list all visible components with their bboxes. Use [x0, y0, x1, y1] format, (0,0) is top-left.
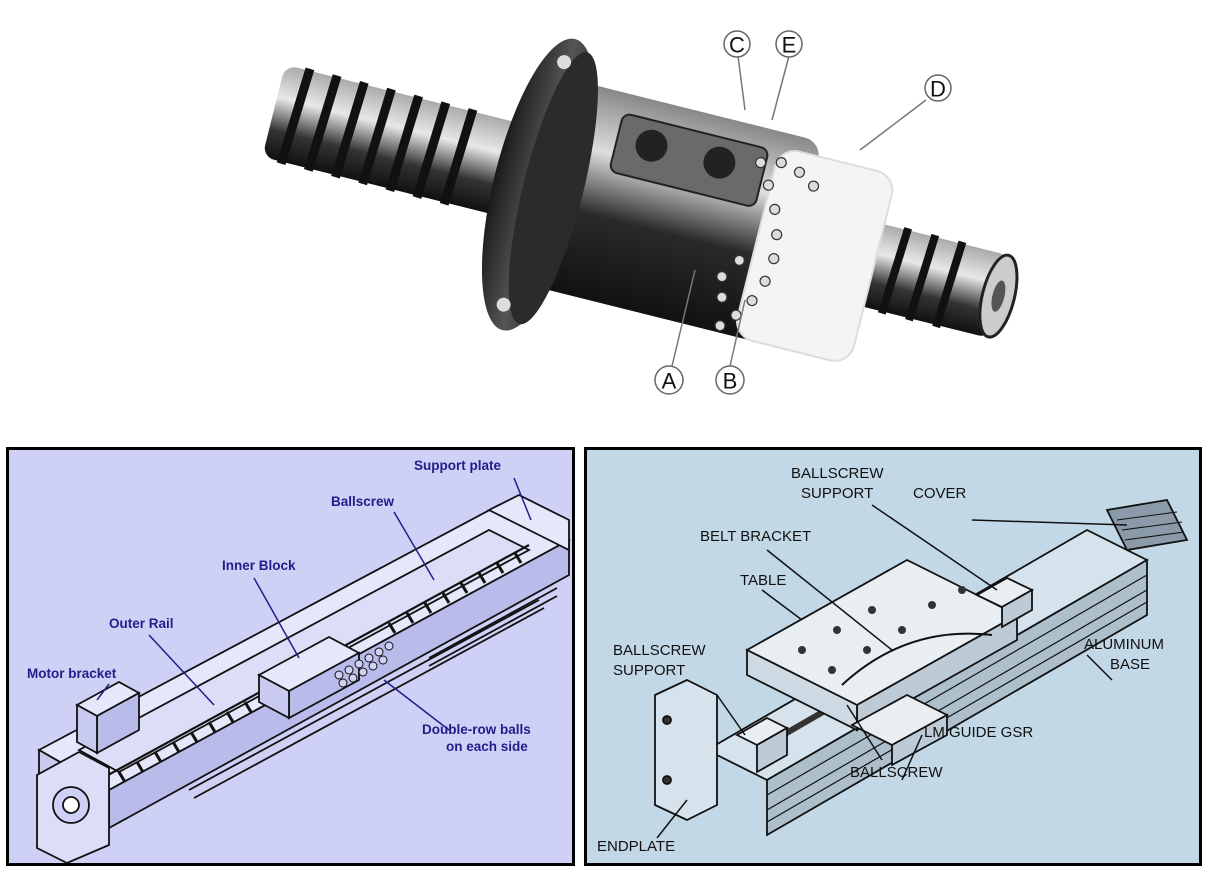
label-support-plate: Support plate	[414, 458, 501, 473]
label-ballscrew: Ballscrew	[331, 494, 395, 509]
label-outer-rail: Outer Rail	[109, 616, 174, 631]
label-inner-block: Inner Block	[222, 558, 296, 573]
label-endplate: ENDPLATE	[597, 838, 675, 855]
label-ballscrew: BALLSCREW	[850, 764, 943, 781]
linear-actuator-diagram-panel: Support plate Ballscrew Inner Block Oute…	[6, 447, 575, 866]
label-ballscrew-support-left: BALLSCREW	[613, 642, 706, 659]
label-aluminum-base-2: BASE	[1110, 656, 1150, 673]
ballscrew-nut-photo-panel: C E D A B	[264, 30, 1019, 395]
callout-b: B	[723, 369, 738, 394]
linear-actuator-illustration: Support plate Ballscrew Inner Block Oute…	[27, 458, 571, 863]
label-lm-guide-gsr: LM GUIDE GSR	[924, 724, 1033, 741]
callout-c: C	[729, 33, 745, 58]
label-on-each-side: on each side	[446, 739, 528, 754]
label-belt-bracket: BELT BRACKET	[700, 528, 811, 545]
callout-a: A	[662, 369, 677, 394]
label-aluminum-base: ALUMINUM	[1084, 636, 1164, 653]
callout-d: D	[930, 77, 946, 102]
label-cover: COVER	[913, 485, 967, 502]
ballscrew-nut-illustration: C E D A B	[264, 30, 1019, 395]
label-table: TABLE	[740, 572, 786, 589]
lm-guide-actuator-diagram-panel: BALLSCREW SUPPORT COVER BELT BRACKET TAB…	[584, 447, 1202, 866]
label-ballscrew-support-left-2: SUPPORT	[613, 662, 685, 679]
label-double-row-balls: Double-row balls	[422, 722, 531, 737]
callout-e: E	[782, 33, 797, 58]
label-ballscrew-support-top-2: SUPPORT	[801, 485, 873, 502]
label-motor-bracket: Motor bracket	[27, 666, 117, 681]
lm-guide-actuator-illustration: BALLSCREW SUPPORT COVER BELT BRACKET TAB…	[597, 465, 1189, 855]
label-ballscrew-support-top: BALLSCREW	[791, 465, 884, 482]
